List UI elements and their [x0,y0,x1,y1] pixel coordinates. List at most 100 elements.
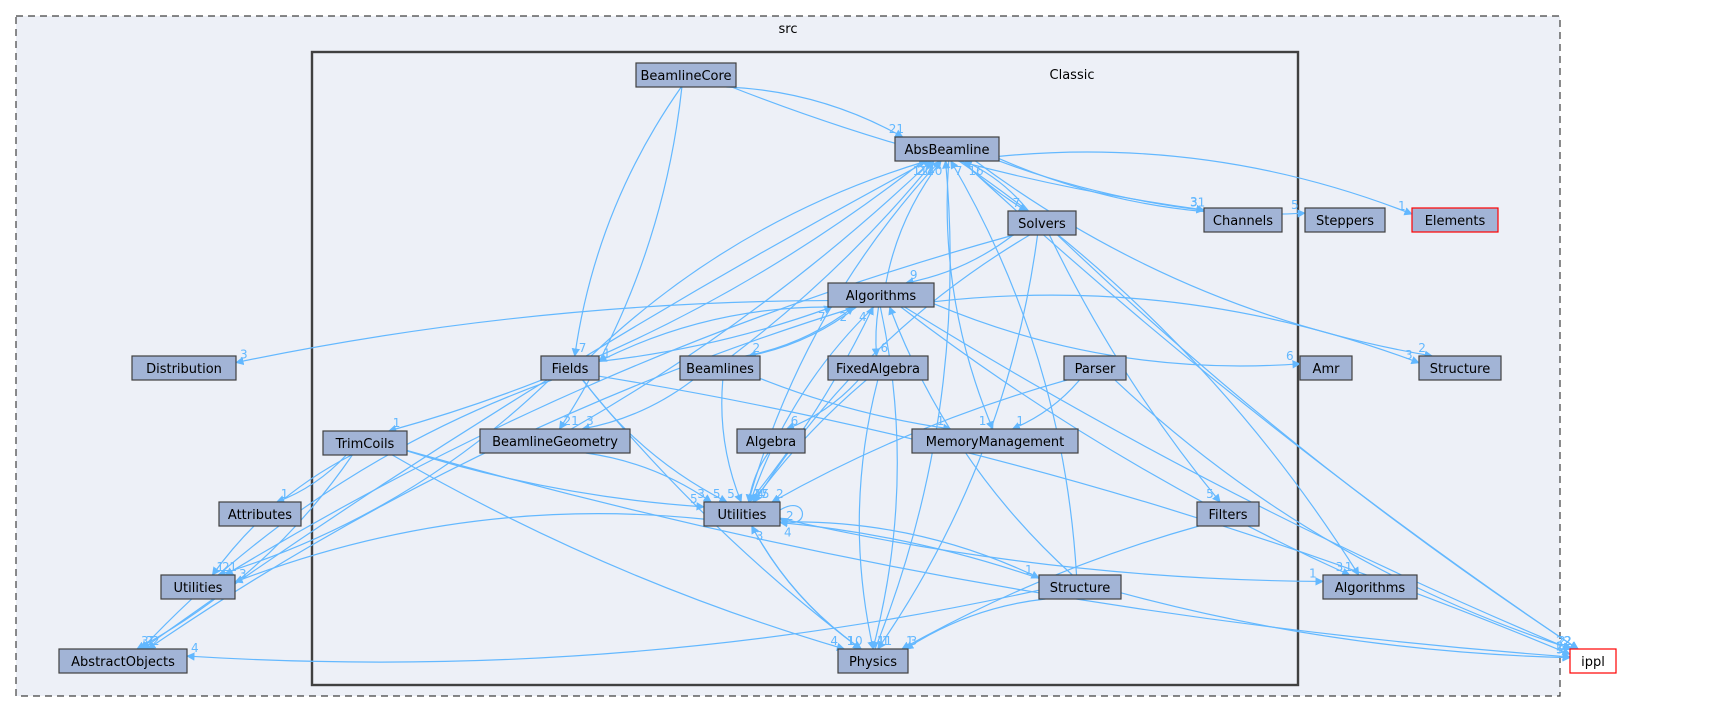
edge-line [140,379,553,650]
edge-line [904,598,1046,650]
edge-count-label: 1 [1016,414,1024,428]
edge-line [726,86,904,138]
edge-count-label: 6 [791,414,799,428]
node-amr[interactable]: Amr [1299,355,1353,381]
edge-utilities_c-to-algorithms_o: 1 [779,517,1324,586]
edge-count-label: 7 [579,341,587,355]
edge-count-label: 17 [753,487,768,501]
edge-count-label: 4 [784,526,792,540]
edge-count-label: 7 [1013,196,1021,210]
node-fixedalgebra[interactable]: FixedAlgebra [827,355,929,381]
edge-line [598,305,833,363]
node-algorithms-c[interactable]: Algorithms [827,282,935,308]
edge-line [721,379,743,503]
edge-line [186,589,1040,663]
node-algebra[interactable]: Algebra [736,428,806,454]
edge-count-label: 10 [847,634,862,648]
edge-count-label: 21 [889,122,904,136]
edge-line [904,306,1571,651]
edge-beamlines-to-beamlinegeometry: 3 [581,379,694,432]
edge-algorithms_c-to-fields: 1 [598,306,831,362]
edge-count-label: 1 [216,560,224,574]
node-utilities-o[interactable]: Utilities [160,574,236,600]
edge-absbeamline-to-trimcoils: 1 [387,160,924,434]
edge-line [874,160,951,650]
node-label: Structure [1430,362,1490,377]
edge-line [975,160,1434,359]
edge-line [136,454,353,650]
edge-absbeamline-to-memorymanagement: 1 [946,160,994,430]
edge-beamlinecore-to-absbeamline: 21 [726,86,904,138]
node-structure-o[interactable]: Structure [1418,355,1502,381]
edge-count-label: 1 [393,416,401,430]
node-box [58,648,188,674]
edge-count-label: 3 [756,529,764,543]
node-box [540,355,600,381]
edge-absbeamline-to-elements: 1 [998,151,1413,216]
edge-line [905,234,1014,286]
node-utilities-c[interactable]: Utilities [703,501,781,527]
node-structure-c[interactable]: Structure [1038,574,1122,600]
node-physics[interactable]: Physics [837,648,909,674]
edge-count-label: 2 [1564,634,1572,648]
node-label: Amr [1313,362,1341,377]
node-label: Fields [552,362,589,377]
node-solvers[interactable]: Solvers [1007,210,1077,236]
node-ippl[interactable]: ippl [1569,648,1617,674]
node-box [131,355,237,381]
edge-line [141,160,929,650]
node-attributes[interactable]: Attributes [218,501,302,527]
edge-trimcoils-to-abstractobjects: 3 [136,454,353,650]
edge-fields-to-absbeamline: 1 [590,159,928,357]
node-box [1007,210,1077,236]
edge-count-label: 3 [240,348,248,362]
edge-fixedalgebra-to-physics: 1 [858,379,885,650]
node-memorymanagement[interactable]: MemoryManagement [911,428,1079,454]
edge-count-label: 4 [191,641,199,655]
node-filters[interactable]: Filters [1196,501,1260,527]
edge-count-label: 6 [881,341,889,355]
edge-solvers-to-filters: 5 [1048,234,1221,503]
node-box [1418,355,1502,381]
edge-parser-to-ippl: 2 [1114,379,1573,651]
edge-line [217,379,550,577]
edge-count-label: 4 [830,634,838,648]
edge-structure_c-to-ippl: 5 [1120,592,1571,662]
node-beamlines[interactable]: Beamlines [679,355,761,381]
node-parser[interactable]: Parser [1063,355,1127,381]
edge-utilities_c-to-utilities_c: 2 [779,504,803,526]
node-absbeamline[interactable]: AbsBeamline [894,136,1000,162]
node-distribution[interactable]: Distribution [131,355,237,381]
edge-fields-to-abstractobjects: 2 [140,379,553,650]
edge-count-label: 5 [727,487,735,501]
edge-count-label: 1 [1556,642,1564,656]
node-box [322,430,408,456]
node-box [827,355,929,381]
edge-structure_c-to-abstractobjects: 4 [186,589,1040,663]
node-box [479,428,631,454]
node-steppers[interactable]: Steppers [1304,207,1386,233]
edge-structure_c-to-absbeamline: 7 [950,160,1078,576]
node-box [160,574,236,600]
edge-absbeamline-to-channels: 31 [998,160,1205,214]
edge-line [871,306,881,357]
node-box [1196,501,1260,527]
edge-count-label: 5 [1206,487,1214,501]
node-box [1569,648,1617,674]
node-label: AbsBeamline [905,143,990,158]
edge-count-label: 1 [882,634,890,648]
edge-line [900,306,1351,576]
edge-count-label: 3 [141,634,149,648]
node-beamlinegeometry[interactable]: BeamlineGeometry [479,428,631,454]
node-abstractobjects[interactable]: AbstractObjects [58,648,188,674]
edge-line [950,160,1078,576]
node-elements[interactable]: Elements [1411,207,1499,233]
node-label: Channels [1213,214,1273,229]
edge-trimcoils-to-utilities_c: 5 [406,450,705,511]
node-fields[interactable]: Fields [540,355,600,381]
node-trimcoils[interactable]: TrimCoils [322,430,408,456]
node-channels[interactable]: Channels [1203,207,1283,233]
edge-solvers-to-ippl: 2 [1057,234,1579,650]
node-algorithms-o[interactable]: Algorithms [1322,574,1418,600]
node-beamlinecore[interactable]: BeamlineCore [635,62,737,88]
